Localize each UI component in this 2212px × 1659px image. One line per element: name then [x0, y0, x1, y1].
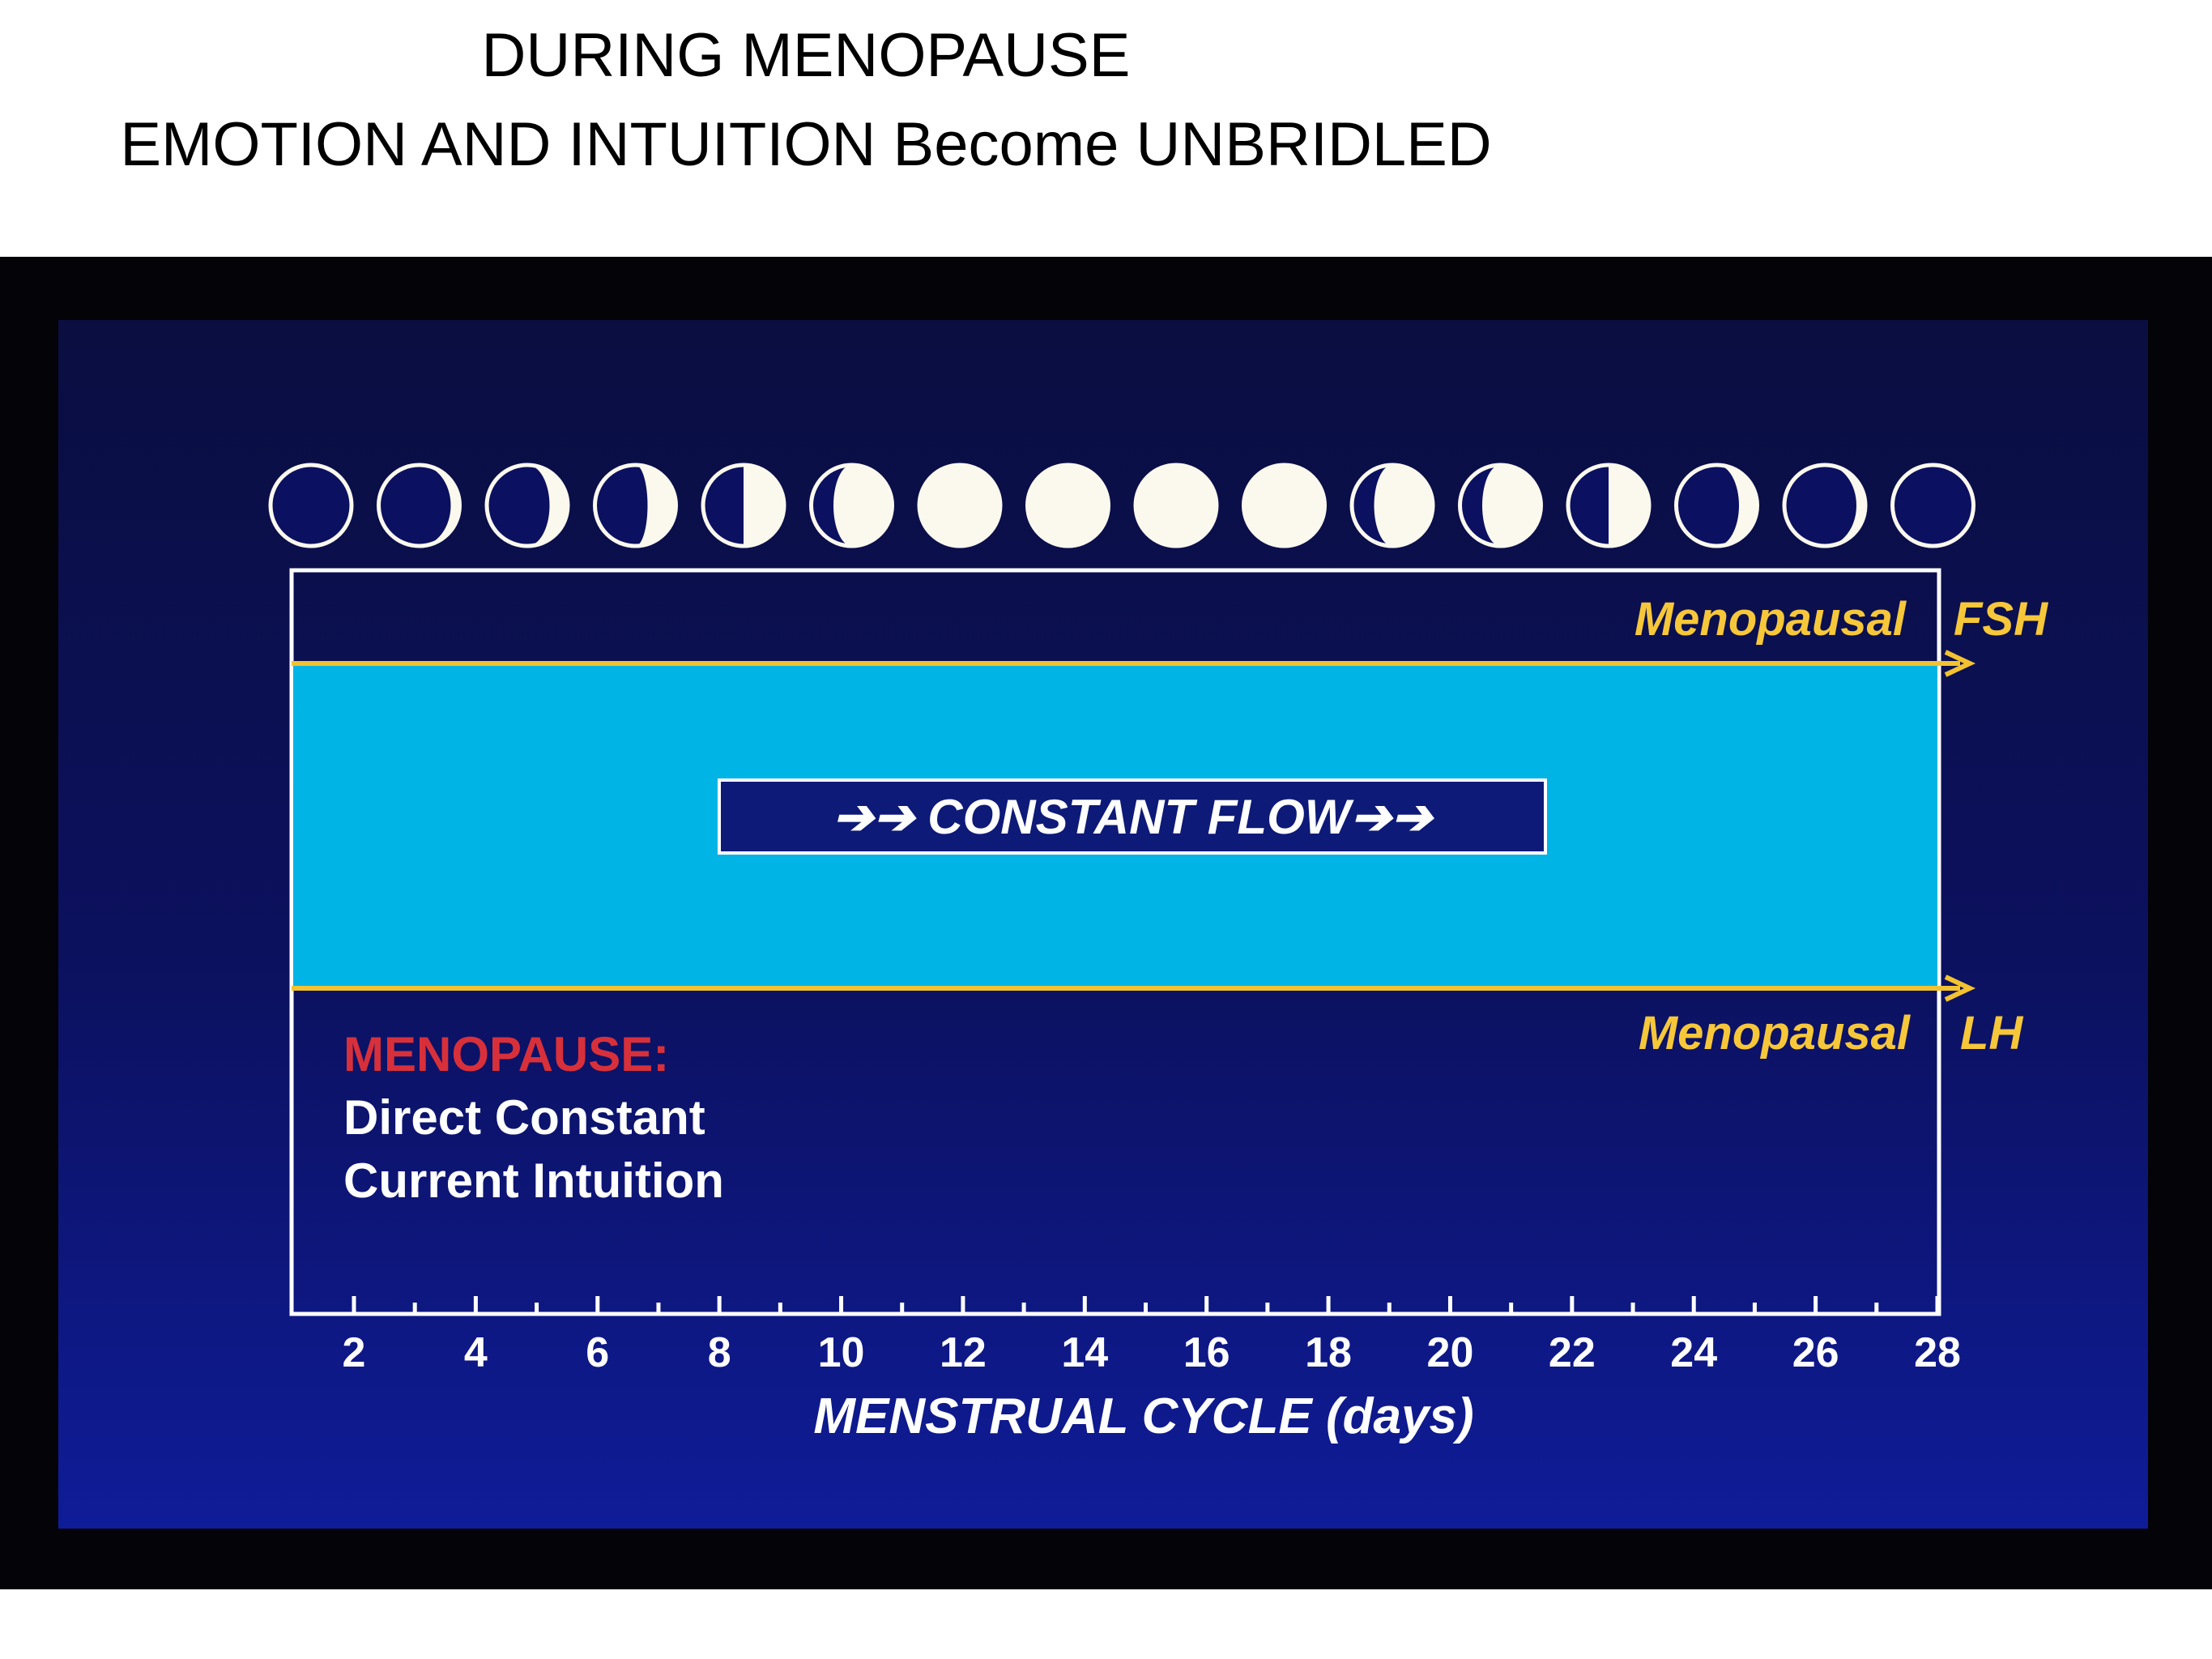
- moon-phase-icon: [1566, 463, 1652, 548]
- moon-phase-icon: [593, 463, 678, 548]
- moon-phase-row: [268, 463, 1975, 548]
- moon-phase-icon: [917, 463, 1003, 548]
- moon-phase-icon: [1025, 463, 1110, 548]
- moon-phase-icon: [1890, 463, 1975, 548]
- moon-phase-icon: [701, 463, 786, 548]
- lh-label-menopausal: Menopausal: [1639, 1007, 1912, 1060]
- moon-phase-icon: [1242, 463, 1327, 548]
- x-tick-label: 4: [464, 1329, 488, 1376]
- x-tick-label: 12: [940, 1329, 987, 1376]
- x-tick-label: 22: [1549, 1329, 1596, 1376]
- x-tick-label: 6: [586, 1329, 609, 1376]
- moon-phase-icon: [1133, 463, 1219, 548]
- menopause-line-1: Direct Constant: [343, 1090, 705, 1145]
- moon-phase-icon: [809, 463, 894, 548]
- fsh-label-menopausal: Menopausal: [1634, 593, 1907, 646]
- cycle-diagram: Menopausal FSH Menopausal LH ➔➔ CONSTANT…: [58, 320, 2148, 1529]
- constant-flow-label: ➔➔ CONSTANT FLOW➔➔: [833, 790, 1435, 844]
- fsh-label: FSH: [1954, 593, 2048, 646]
- diagram-photo: Menopausal FSH Menopausal LH ➔➔ CONSTANT…: [0, 257, 2212, 1589]
- x-tick-label: 20: [1427, 1329, 1474, 1376]
- x-tick-label: 8: [708, 1329, 731, 1376]
- moon-phase-icon: [377, 463, 462, 548]
- title-line-1: DURING MENOPAUSE: [481, 21, 1131, 90]
- x-tick-label: 16: [1183, 1329, 1230, 1376]
- moon-phase-icon: [268, 463, 354, 548]
- lh-line: [292, 975, 1976, 1002]
- x-tick-label: 28: [1914, 1329, 1961, 1376]
- lh-label: LH: [1960, 1007, 2023, 1060]
- menopause-line-2: Current Intuition: [343, 1154, 724, 1208]
- menopause-heading: MENOPAUSE:: [343, 1027, 669, 1081]
- moon-phase-icon: [1674, 463, 1759, 548]
- title-line-2: EMOTION AND INTUITION Become UNBRIDLED: [120, 110, 1492, 179]
- x-tick-label: 14: [1061, 1329, 1108, 1376]
- moon-phase-icon: [1458, 463, 1543, 548]
- chart-frame: [289, 568, 1941, 1316]
- fsh-line: [292, 650, 1976, 677]
- x-tick-label: 26: [1792, 1329, 1839, 1376]
- x-tick-label: 24: [1670, 1329, 1717, 1376]
- moon-phase-icon: [1349, 463, 1435, 548]
- constant-flow-box: [718, 778, 1547, 855]
- x-tick-label: 2: [343, 1329, 366, 1376]
- moon-phase-icon: [1782, 463, 1868, 548]
- x-tick-label: 10: [818, 1329, 865, 1376]
- x-axis-label: MENSTRUAL CYCLE (days): [813, 1388, 1473, 1444]
- x-tick-label: 18: [1305, 1329, 1352, 1376]
- moon-phase-icon: [484, 463, 570, 548]
- slide-title: DURING MENOPAUSE EMOTION AND INTUITION B…: [0, 11, 1612, 190]
